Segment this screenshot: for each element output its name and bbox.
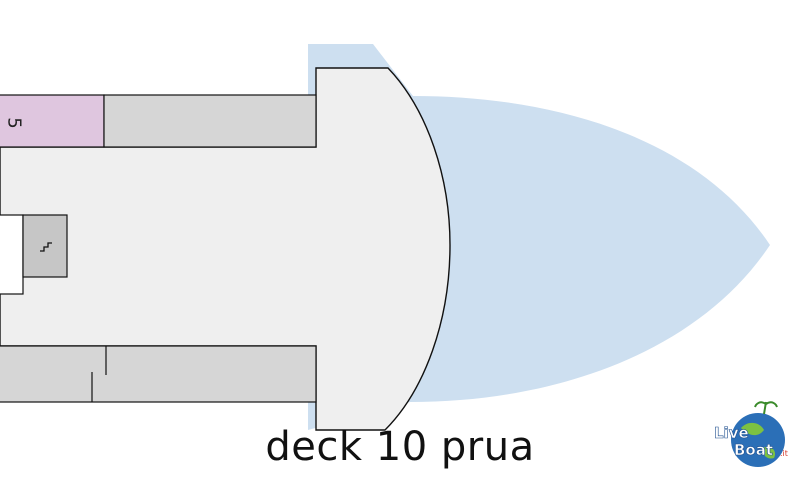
stairwell	[22, 214, 68, 278]
palm-tree-icon	[754, 401, 778, 415]
cabin-number: 5	[4, 117, 25, 128]
logo-boat-text: Boat	[734, 441, 773, 459]
cabin-block-top	[103, 94, 317, 148]
logo-live-text: Live	[714, 424, 749, 442]
elevator-shaft	[0, 214, 24, 295]
deck-caption: deck 10 prua	[265, 424, 535, 470]
liveboat-logo: Live Boat .it	[714, 401, 788, 467]
stairs-icon	[40, 242, 52, 252]
deck-floor	[0, 67, 451, 431]
cabin-block-bottom	[0, 345, 317, 403]
logo-it-text: .it	[780, 449, 788, 458]
globe-land	[741, 422, 776, 459]
cabin-5	[0, 94, 105, 148]
